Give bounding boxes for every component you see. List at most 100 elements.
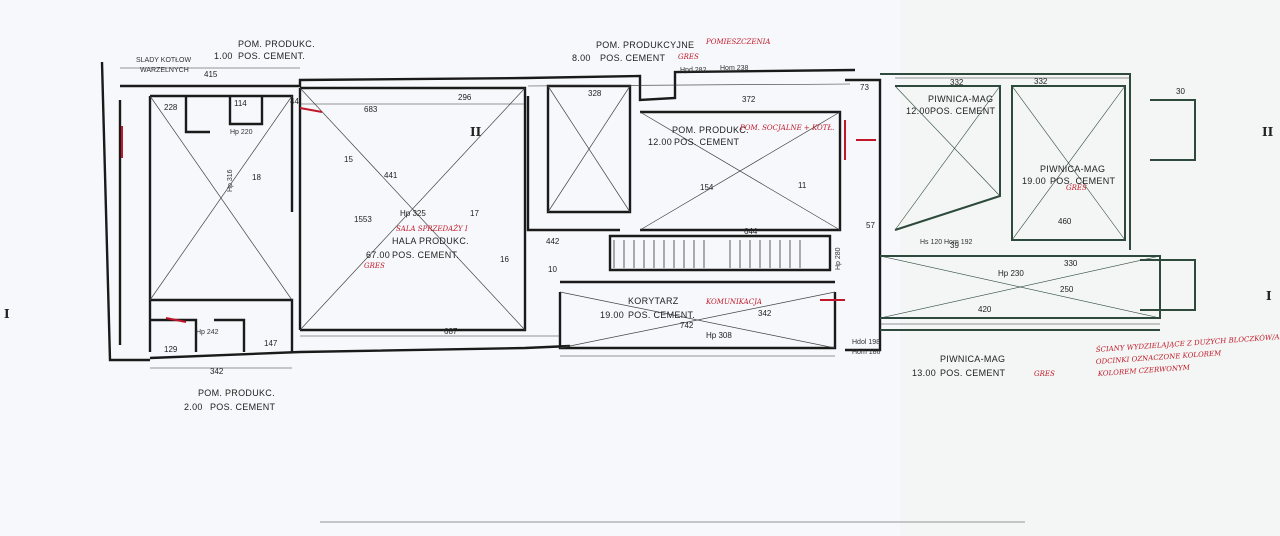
dim: 1553 <box>354 215 372 224</box>
dim: Hs 120 <box>920 239 942 246</box>
dim: 415 <box>204 70 218 79</box>
note-right-3: KOLOREM CZERWONYM <box>1097 364 1191 379</box>
dim: 11 <box>798 181 807 190</box>
room-floor-hala: POS. CEMENT. <box>392 250 459 260</box>
room-title-top-mid: POM. PRODUKCYJNE <box>596 40 694 50</box>
dim: Hp 220 <box>230 129 253 136</box>
dim: 332 <box>1034 77 1048 86</box>
note-korytarz: KOMUNIKACJA <box>705 298 762 306</box>
staircase <box>613 240 801 268</box>
dim: 16 <box>500 255 509 264</box>
dim: Hdol 198 <box>852 339 880 346</box>
dim: Hp 325 <box>400 209 426 218</box>
room-labels: SLADY KOTŁOW WARZELNYCH POM. PRODUKC. 1.… <box>136 39 1116 412</box>
dim: 147 <box>264 339 278 348</box>
room-title-piwnica-1: PIWNICA-MAG <box>928 94 993 104</box>
room-floor-top-left: POS. CEMENT. <box>238 51 305 61</box>
dim: 10 <box>548 265 557 274</box>
room-floor-korytarz: POS. CEMENT. <box>628 310 695 320</box>
room-diagonals-right <box>879 85 1161 319</box>
dim: 73 <box>860 83 869 92</box>
dim: 460 <box>1058 217 1072 226</box>
slady-label-1: SLADY KOTŁOW <box>136 57 192 64</box>
dim: Hpd 282 <box>680 67 707 74</box>
room-floor-piwnica-2: POS. CEMENT <box>1050 176 1116 186</box>
dim: Hp 230 <box>998 269 1024 278</box>
note-piwnica-3: GRES <box>1034 370 1055 378</box>
room-title-bottom-left: POM. PRODUKC. <box>198 388 275 398</box>
dim: 129 <box>164 345 178 354</box>
room-area-hala: 67.00 <box>366 250 390 260</box>
note-top-mid-2: GRES <box>678 53 699 61</box>
room-area-prod-mid: 12.00 <box>648 137 672 147</box>
note-top-mid-1: POMIESZCZENIA <box>705 38 770 46</box>
room-title-hala: HALA PRODUKC. <box>392 236 469 246</box>
room-floor-piwnica-1: POS. CEMENT <box>930 106 996 116</box>
room-floor-top-mid: POS. CEMENT <box>600 53 666 63</box>
dim: 250 <box>1060 285 1074 294</box>
section-markers: I I II II <box>4 125 1274 321</box>
dim: 44 <box>290 97 299 106</box>
dim: 742 <box>680 321 694 330</box>
dim: 228 <box>164 103 178 112</box>
dim: Hp 242 <box>196 329 219 336</box>
dim: 342 <box>210 367 224 376</box>
dim: 154 <box>700 183 714 192</box>
dim: 114 <box>234 99 247 108</box>
dim: 15 <box>344 155 353 164</box>
note-hala-2: GRES <box>364 262 385 270</box>
room-title-piwnica-2: PIWNICA-MAG <box>1040 164 1105 174</box>
room-area-korytarz: 19.00 <box>600 310 624 320</box>
section-mark-ii-left: II <box>470 125 482 139</box>
dim: 330 <box>1064 259 1078 268</box>
dim: Hp 280 <box>835 247 842 270</box>
section-mark-i-left: I <box>4 307 10 321</box>
dim: 372 <box>742 95 756 104</box>
room-floor-prod-mid: POS. CEMENT <box>674 137 740 147</box>
room-area-bottom-left: 2.00 <box>184 402 203 412</box>
dim: 441 <box>384 171 398 180</box>
dim: 420 <box>978 305 992 314</box>
dim: 296 <box>458 93 472 102</box>
red-wall-marks <box>121 107 876 323</box>
room-floor-bottom-left: POS. CEMENT <box>210 402 276 412</box>
dimension-lines <box>120 67 1160 523</box>
dim: Hp 316 <box>227 169 234 192</box>
note-hala-1: SALA SPRZEDAŻY I <box>396 224 468 233</box>
room-area-top-left: 1.00 <box>214 51 233 61</box>
dimension-labels: 415 683 296 328 372 332 441 1553 442 687… <box>164 65 1185 376</box>
room-diagonals <box>149 85 841 349</box>
dim: 442 <box>546 237 560 246</box>
dim: Hom 238 <box>720 65 749 72</box>
section-mark-ii-right: II <box>1262 125 1274 139</box>
dim: 30 <box>1176 87 1185 96</box>
slady-label-2: WARZELNYCH <box>140 67 189 74</box>
dim: 687 <box>444 327 458 336</box>
room-title-korytarz: KORYTARZ <box>628 296 679 306</box>
dim: Hom 192 <box>944 239 973 246</box>
room-area-piwnica-2: 19.00 <box>1022 176 1046 186</box>
dim: 57 <box>866 221 875 230</box>
dim: Hp 308 <box>706 331 732 340</box>
room-title-piwnica-3: PIWNICA-MAG <box>940 354 1005 364</box>
room-area-top-mid: 8.00 <box>572 53 591 63</box>
room-area-piwnica-1: 12.00 <box>906 106 930 116</box>
dim: 683 <box>364 105 378 114</box>
dim: 18 <box>252 173 261 182</box>
note-prod-mid: POM. SOCJALNE + KOTŁ. <box>739 124 834 132</box>
room-floor-piwnica-3: POS. CEMENT <box>940 368 1006 378</box>
room-title-prod-mid: POM. PRODUKC. <box>672 125 749 135</box>
note-right-1: ŚCIANY WYDZIELAJĄCE Z DUŻYCH BLOCZKÓW/AL… <box>1096 331 1280 354</box>
room-area-piwnica-3: 13.00 <box>912 368 936 378</box>
room-title-top-left: POM. PRODUKC. <box>238 39 315 49</box>
dim: 17 <box>470 209 479 218</box>
dim: Hom 186 <box>852 349 881 356</box>
note-piwnica-2: GRES <box>1066 184 1087 192</box>
section-mark-i-right: I <box>1266 289 1272 303</box>
dim: 332 <box>950 78 964 87</box>
dim: 644 <box>744 227 758 236</box>
dim: 39 <box>950 241 959 250</box>
dim: 342 <box>758 309 772 318</box>
dim: 328 <box>588 89 602 98</box>
